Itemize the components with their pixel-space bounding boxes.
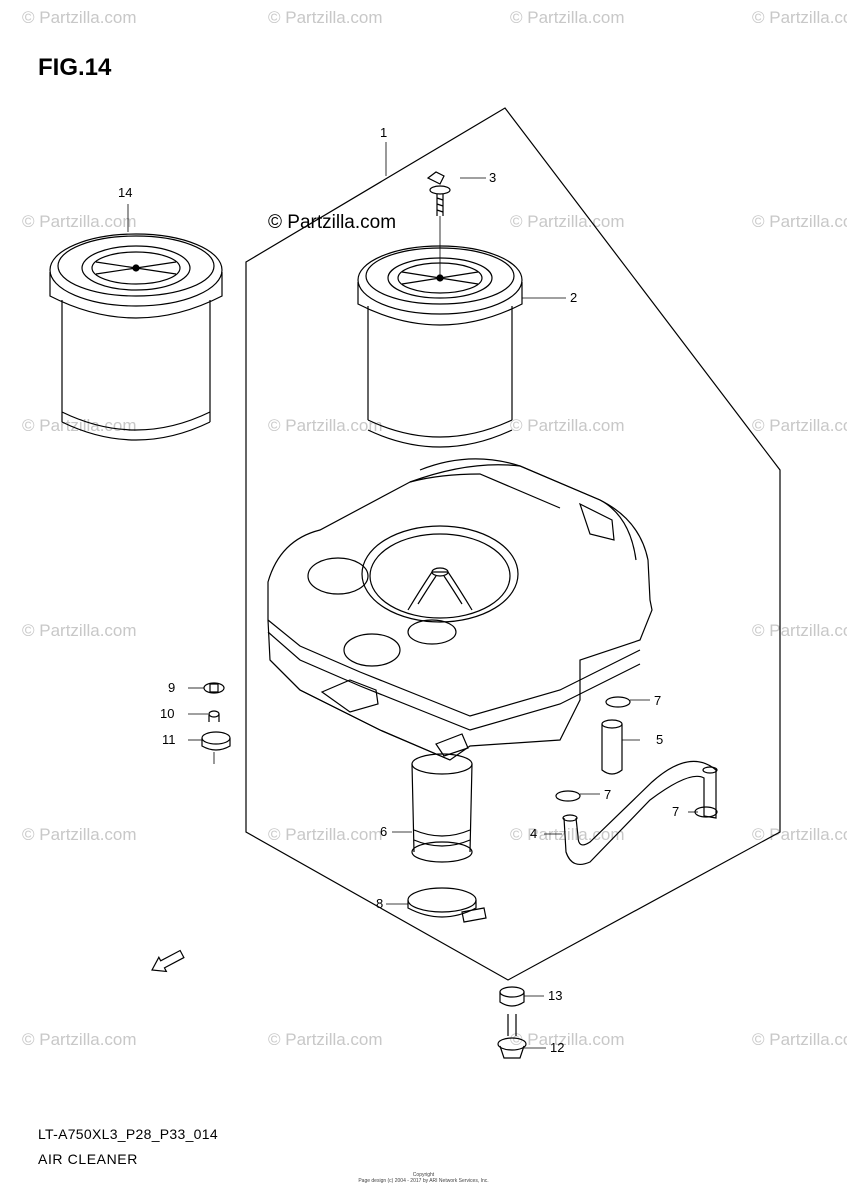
drain-hose-4 xyxy=(563,761,717,864)
watermark-r1c3: © Partzilla.com xyxy=(510,8,625,27)
leader-lines xyxy=(128,142,698,1048)
outlet-tube-6 xyxy=(412,754,472,862)
watermark-r4c4: © Partzilla.com xyxy=(752,621,847,640)
callout-6: 6 xyxy=(380,824,388,839)
bolt-9 xyxy=(204,683,224,693)
figure-caption: AIR CLEANER xyxy=(38,1151,138,1167)
callout-5: 5 xyxy=(656,732,664,747)
hose-5 xyxy=(602,720,622,774)
watermark-r1c4: © Partzilla.com xyxy=(752,8,847,27)
collar-10 xyxy=(209,711,219,722)
watermark-r6c1: © Partzilla.com xyxy=(22,1030,137,1049)
assembly-outline xyxy=(246,108,780,980)
copyright-line-1: Copyright xyxy=(412,1172,435,1178)
grommet-13 xyxy=(500,987,524,1006)
callout-7c: 7 xyxy=(672,804,680,819)
callout-2: 2 xyxy=(570,290,578,305)
copyright-line-2: Page design (c) 2004 - 2017 by ARI Netwo… xyxy=(358,1178,489,1184)
filter-element-2 xyxy=(358,246,522,447)
watermark-r6c3: © Partzilla.com xyxy=(510,1030,625,1049)
model-code: LT-A750XL3_P28_P33_014 xyxy=(38,1126,218,1142)
wing-bolt-3 xyxy=(428,172,450,276)
filter-element-14 xyxy=(50,234,222,440)
watermark-r6c2: © Partzilla.com xyxy=(268,1030,383,1049)
callout-14: 14 xyxy=(118,185,133,200)
watermark-r3c3: © Partzilla.com xyxy=(510,416,625,435)
watermark-r2c4: © Partzilla.com xyxy=(752,212,847,231)
callout-9: 9 xyxy=(168,680,176,695)
watermark-r5c1: © Partzilla.com xyxy=(22,825,137,844)
watermark-r2c1: © Partzilla.com xyxy=(22,212,137,231)
callout-8: 8 xyxy=(376,896,384,911)
clamp-8 xyxy=(408,888,486,922)
cushion-11 xyxy=(202,732,230,750)
brand-watermark: © Partzilla.com xyxy=(268,212,397,233)
watermark-r1c1: © Partzilla.com xyxy=(22,8,137,27)
watermark-r5c2: © Partzilla.com xyxy=(268,825,383,844)
callout-7b: 7 xyxy=(604,787,612,802)
watermark-r6c4: © Partzilla.com xyxy=(752,1030,847,1049)
callout-11: 11 xyxy=(162,732,176,747)
callout-3: 3 xyxy=(489,170,497,185)
watermark-r5c3: © Partzilla.com xyxy=(510,825,625,844)
watermark-r2c3: © Partzilla.com xyxy=(510,212,625,231)
watermark-r3c1: © Partzilla.com xyxy=(22,416,137,435)
callout-10: 10 xyxy=(160,706,175,721)
callout-1: 1 xyxy=(380,125,388,140)
clips-7 xyxy=(556,697,717,817)
callout-12: 12 xyxy=(550,1040,565,1055)
copyright-notice: Copyright Page design (c) 2004 - 2017 by… xyxy=(0,1172,847,1184)
air-box-housing xyxy=(268,459,652,760)
figure-title: FIG.14 xyxy=(38,54,112,81)
callout-7a: 7 xyxy=(654,693,662,708)
drain-plug-12 xyxy=(498,1014,526,1058)
watermark-r1c2: © Partzilla.com xyxy=(268,8,383,27)
watermark-r4c1: © Partzilla.com xyxy=(22,621,137,640)
watermark-r5c4: © Partzilla.com xyxy=(752,825,847,844)
watermark-r3c4: © Partzilla.com xyxy=(752,416,847,435)
watermark-r3c2: © Partzilla.com xyxy=(268,416,383,435)
callout-4: 4 xyxy=(530,826,538,841)
fwd-arrow xyxy=(148,947,186,977)
callout-13: 13 xyxy=(548,988,563,1003)
